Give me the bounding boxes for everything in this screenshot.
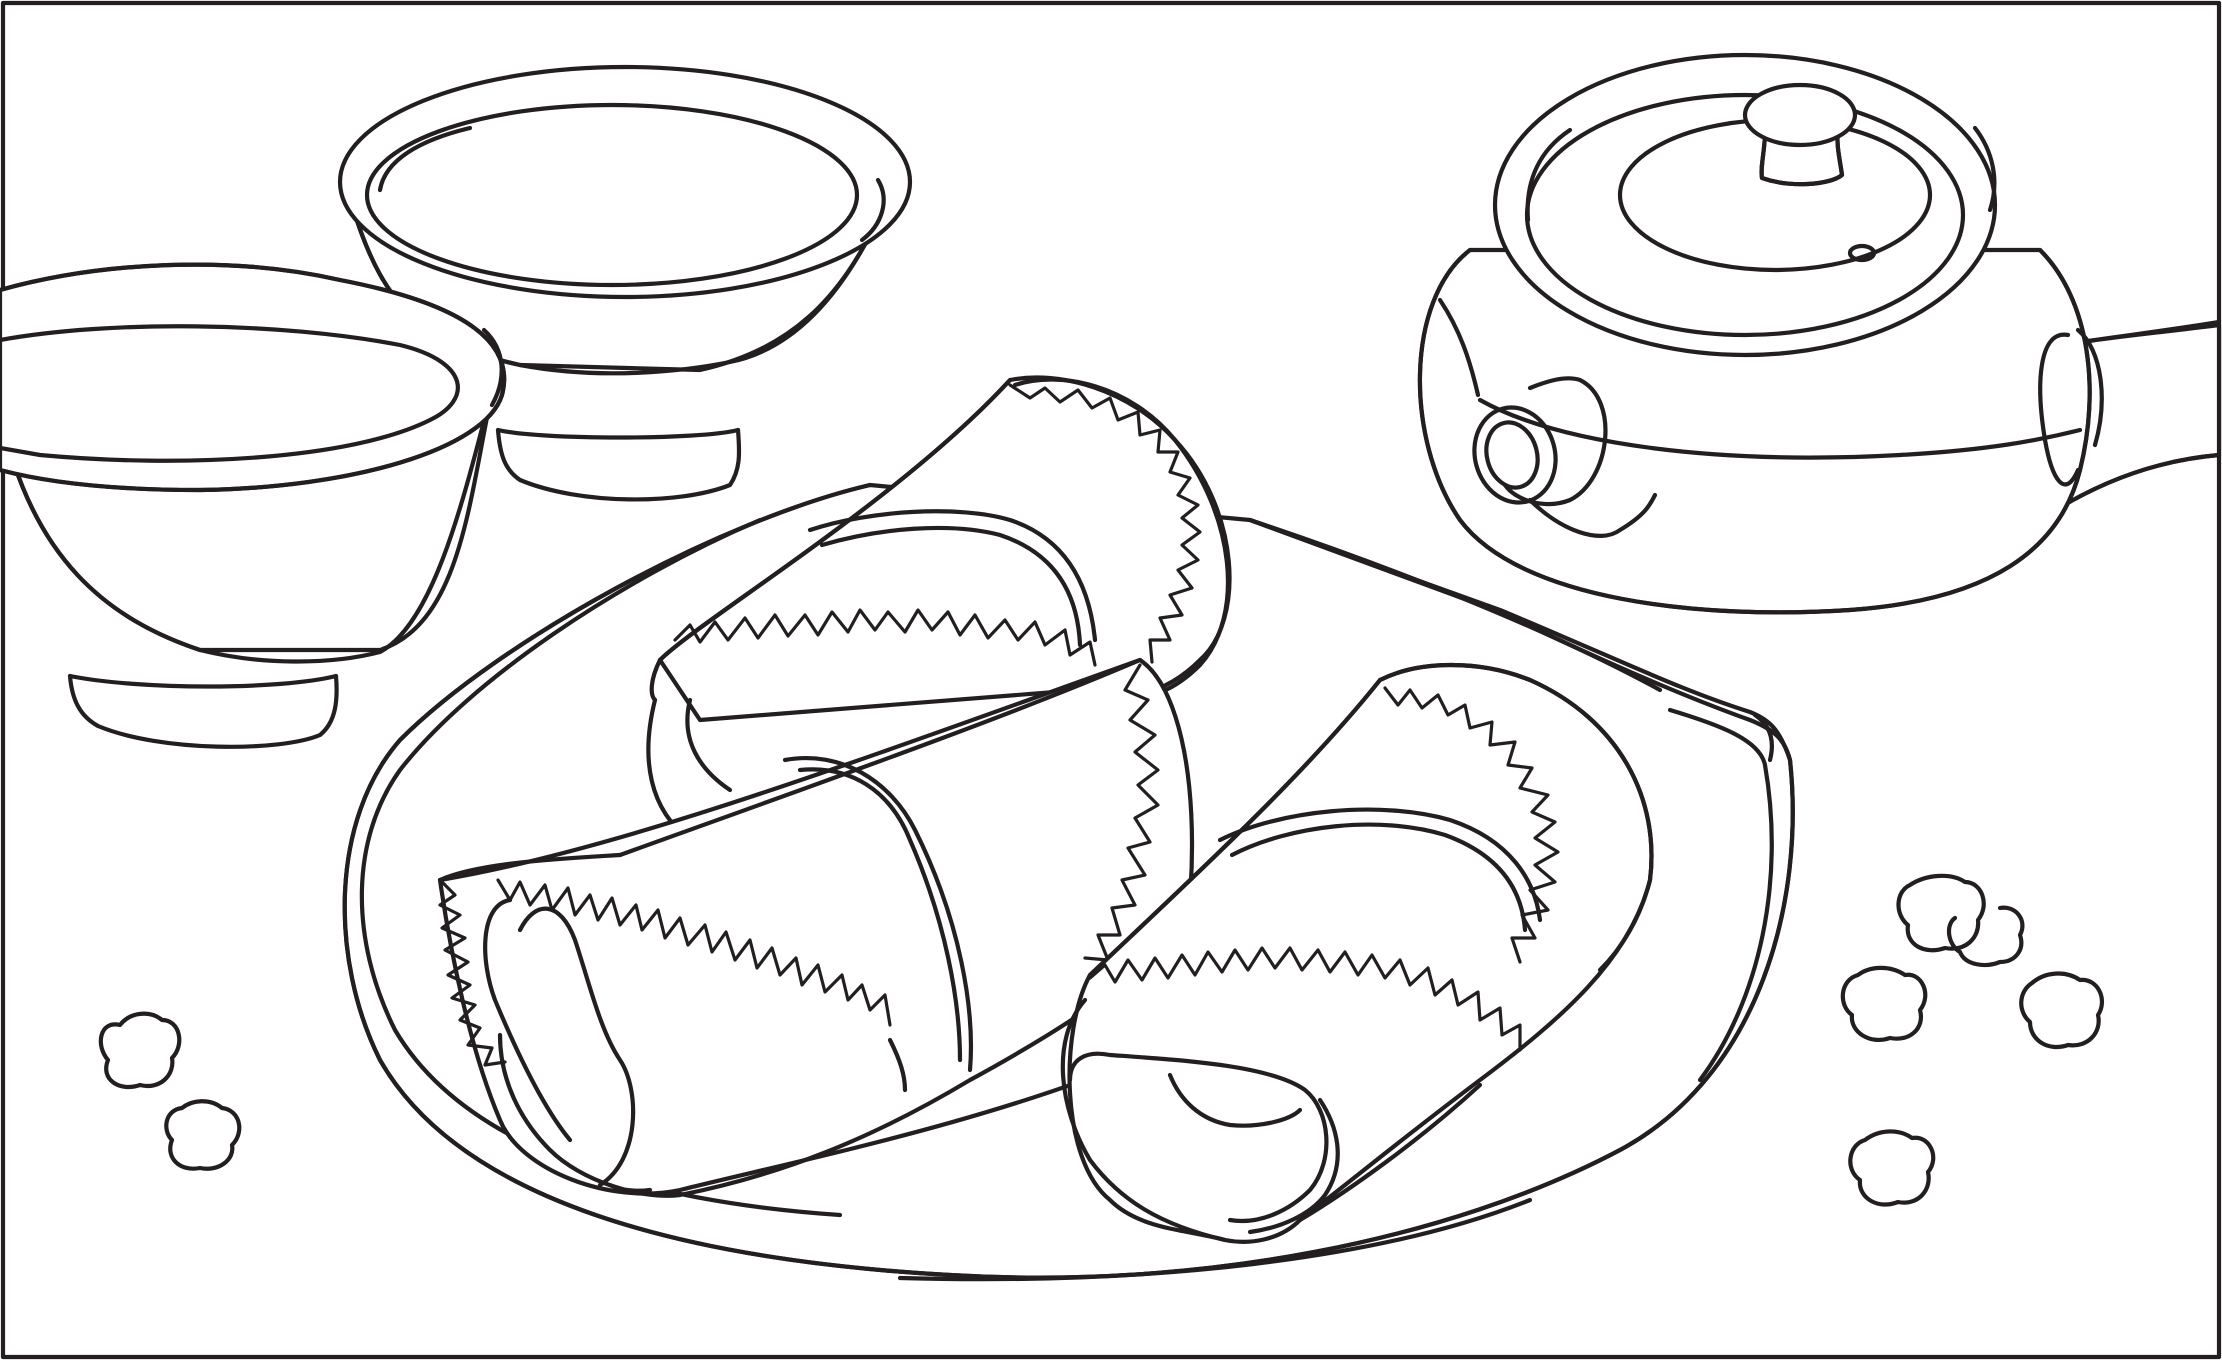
teacup-front [0, 262, 507, 749]
rice-roll-left [437, 657, 1195, 1198]
teapot [1417, 52, 2222, 615]
peanuts [98, 873, 2105, 1207]
rice-roll-right [1060, 662, 1654, 1244]
